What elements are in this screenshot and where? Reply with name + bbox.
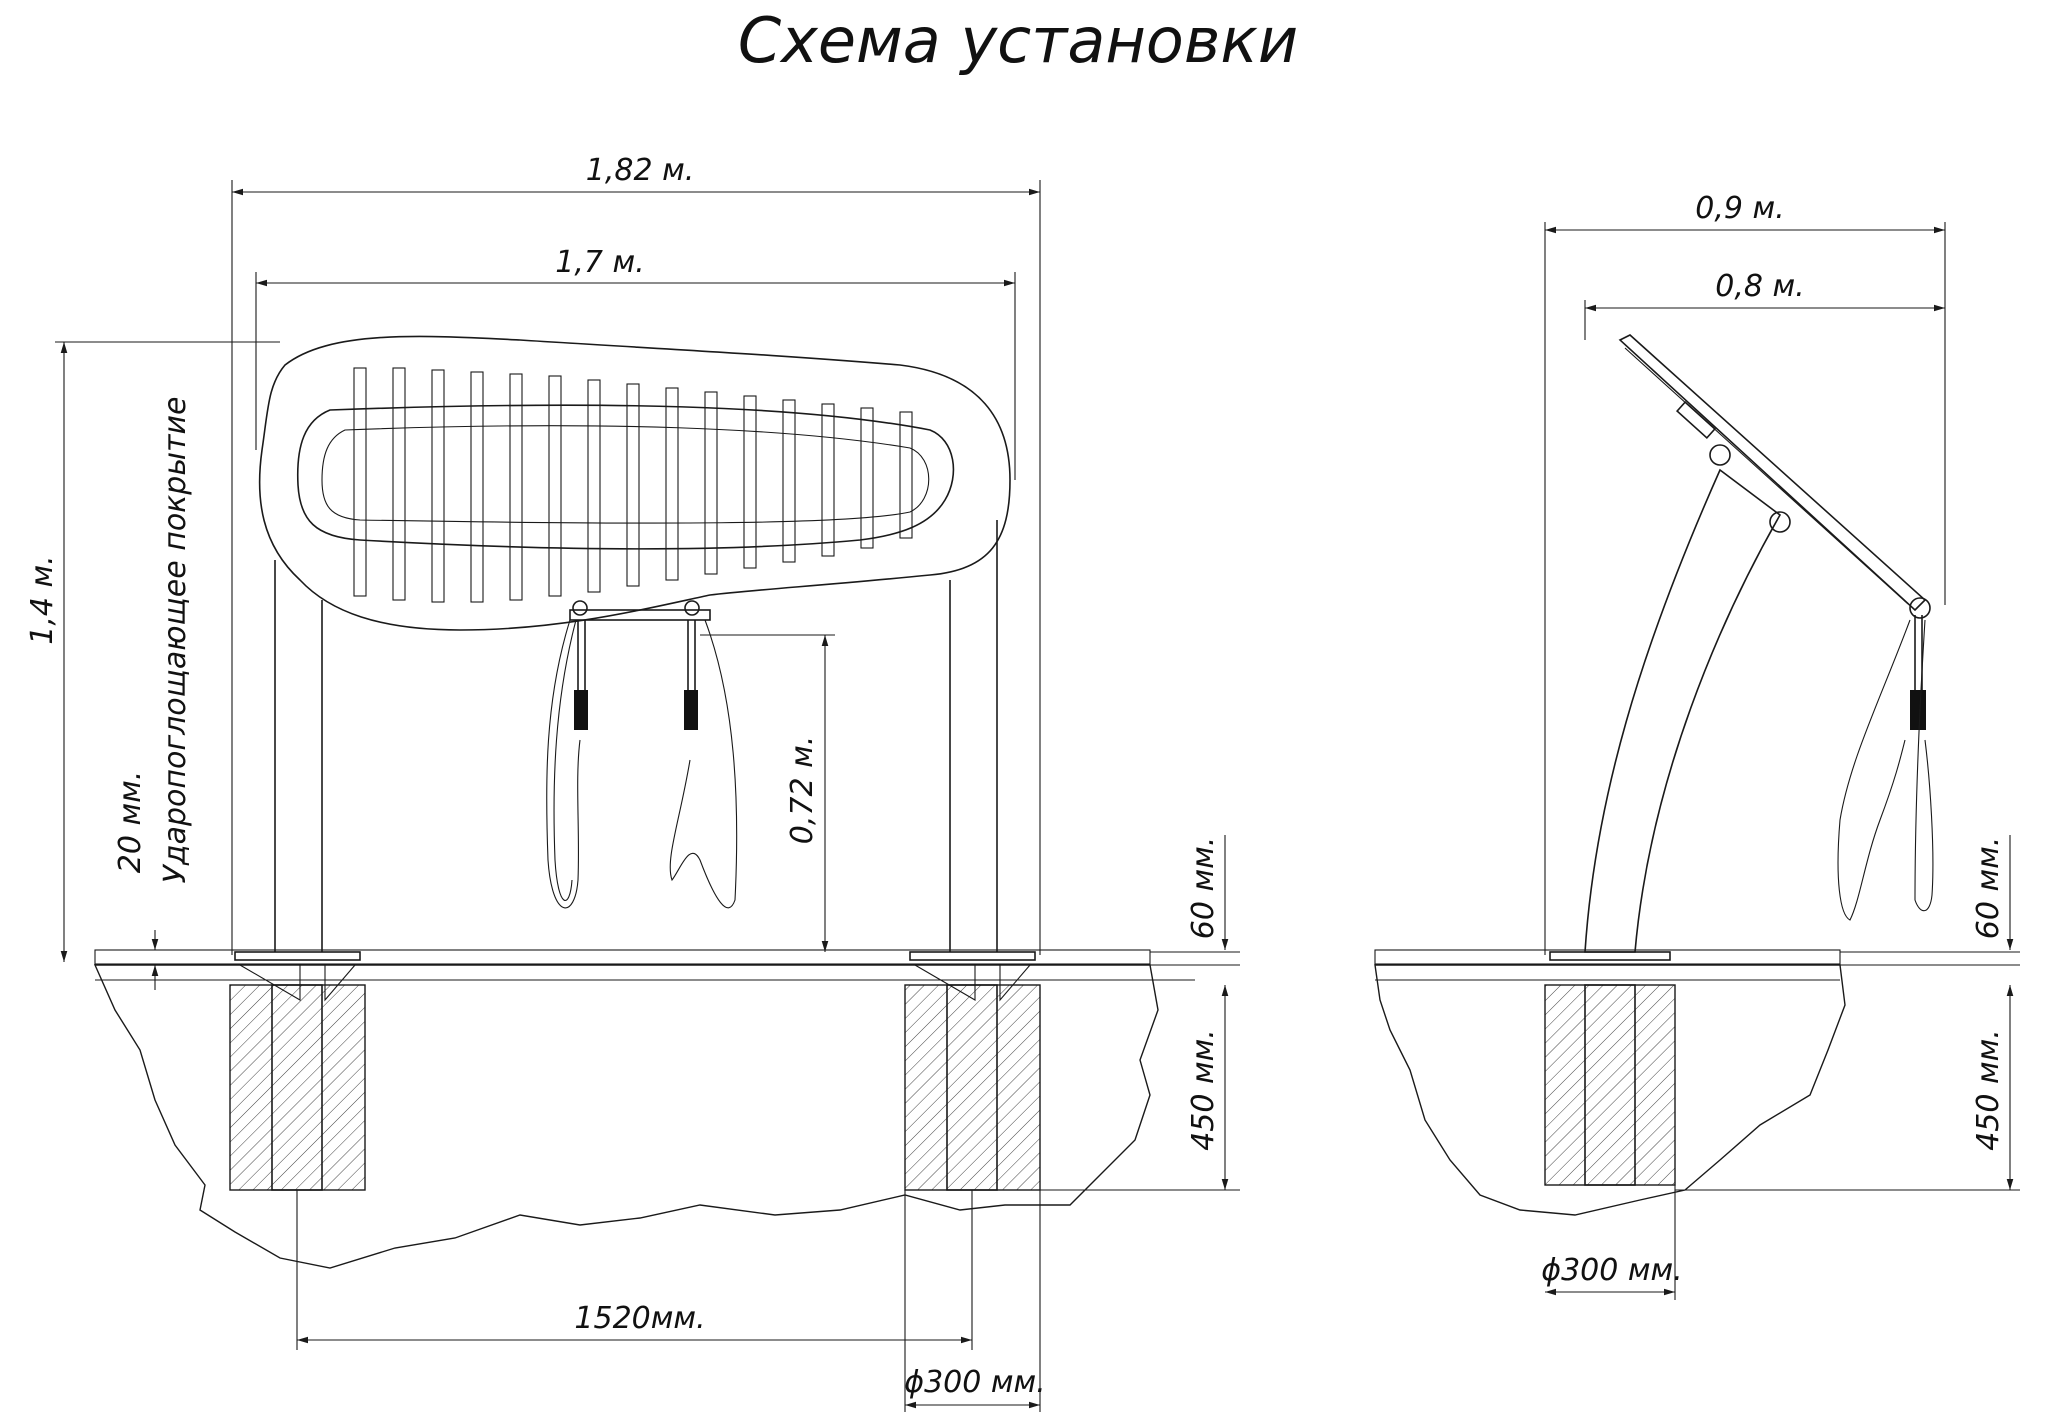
xylophone-inner-loop (296, 404, 955, 550)
front-view: 1,82 м. 1,7 м. 1,4 м. 20 мм. Ударопоглощ… (25, 153, 1240, 1412)
front-coating (94, 949, 1151, 965)
mallet-right-head (684, 690, 698, 730)
side-mallet-cord (1837, 619, 1911, 921)
label-side-width-09: 0,9 м. (1695, 191, 1784, 226)
side-coating (1374, 949, 1841, 965)
xylophone-panel (258, 335, 1011, 631)
label-front-450: 450 мм. (1186, 1029, 1221, 1151)
label-side-60: 60 мм. (1971, 837, 2006, 940)
label-side-450: 450 мм. (1971, 1029, 2006, 1151)
front-foundation-right (904, 984, 1041, 1191)
side-post (1584, 468, 1782, 953)
label-side-width-08: 0,8 м. (1715, 269, 1804, 304)
mallet-holder (569, 609, 711, 621)
label-width-17: 1,7 м. (555, 245, 644, 280)
side-foundation (1544, 984, 1676, 1186)
label-coating: Ударопоглощающее покрытие (158, 397, 193, 884)
side-panel (1618, 334, 1927, 612)
label-side-diameter: ϕ300 мм. (1541, 1253, 1682, 1288)
front-base-plate-right (909, 951, 1036, 961)
label-front-diameter: ϕ300 мм. (904, 1365, 1045, 1400)
mallet-left-head (574, 690, 588, 730)
mallet-right-cord (669, 619, 738, 909)
front-base-plate-left (234, 951, 361, 961)
label-mallet-height: 0,72 м. (785, 736, 820, 845)
mallet-left-cord (546, 619, 581, 909)
side-base-plate (1549, 951, 1671, 961)
label-post-spacing: 1520мм. (574, 1301, 705, 1336)
front-foundation-left (229, 984, 366, 1191)
label-height-14: 1,4 м. (25, 555, 60, 644)
side-view: 0,9 м. 0,8 м. 60 мм. 450 мм. ϕ300 мм. (1374, 191, 2020, 1300)
label-width-182: 1,82 м. (586, 153, 695, 188)
label-coating-thickness: 20 мм. (113, 771, 148, 874)
label-front-60: 60 мм. (1186, 837, 1221, 940)
side-mallet-head (1910, 690, 1926, 730)
xylophone-bars (353, 367, 913, 603)
page-title: Схема установки (738, 4, 1298, 77)
